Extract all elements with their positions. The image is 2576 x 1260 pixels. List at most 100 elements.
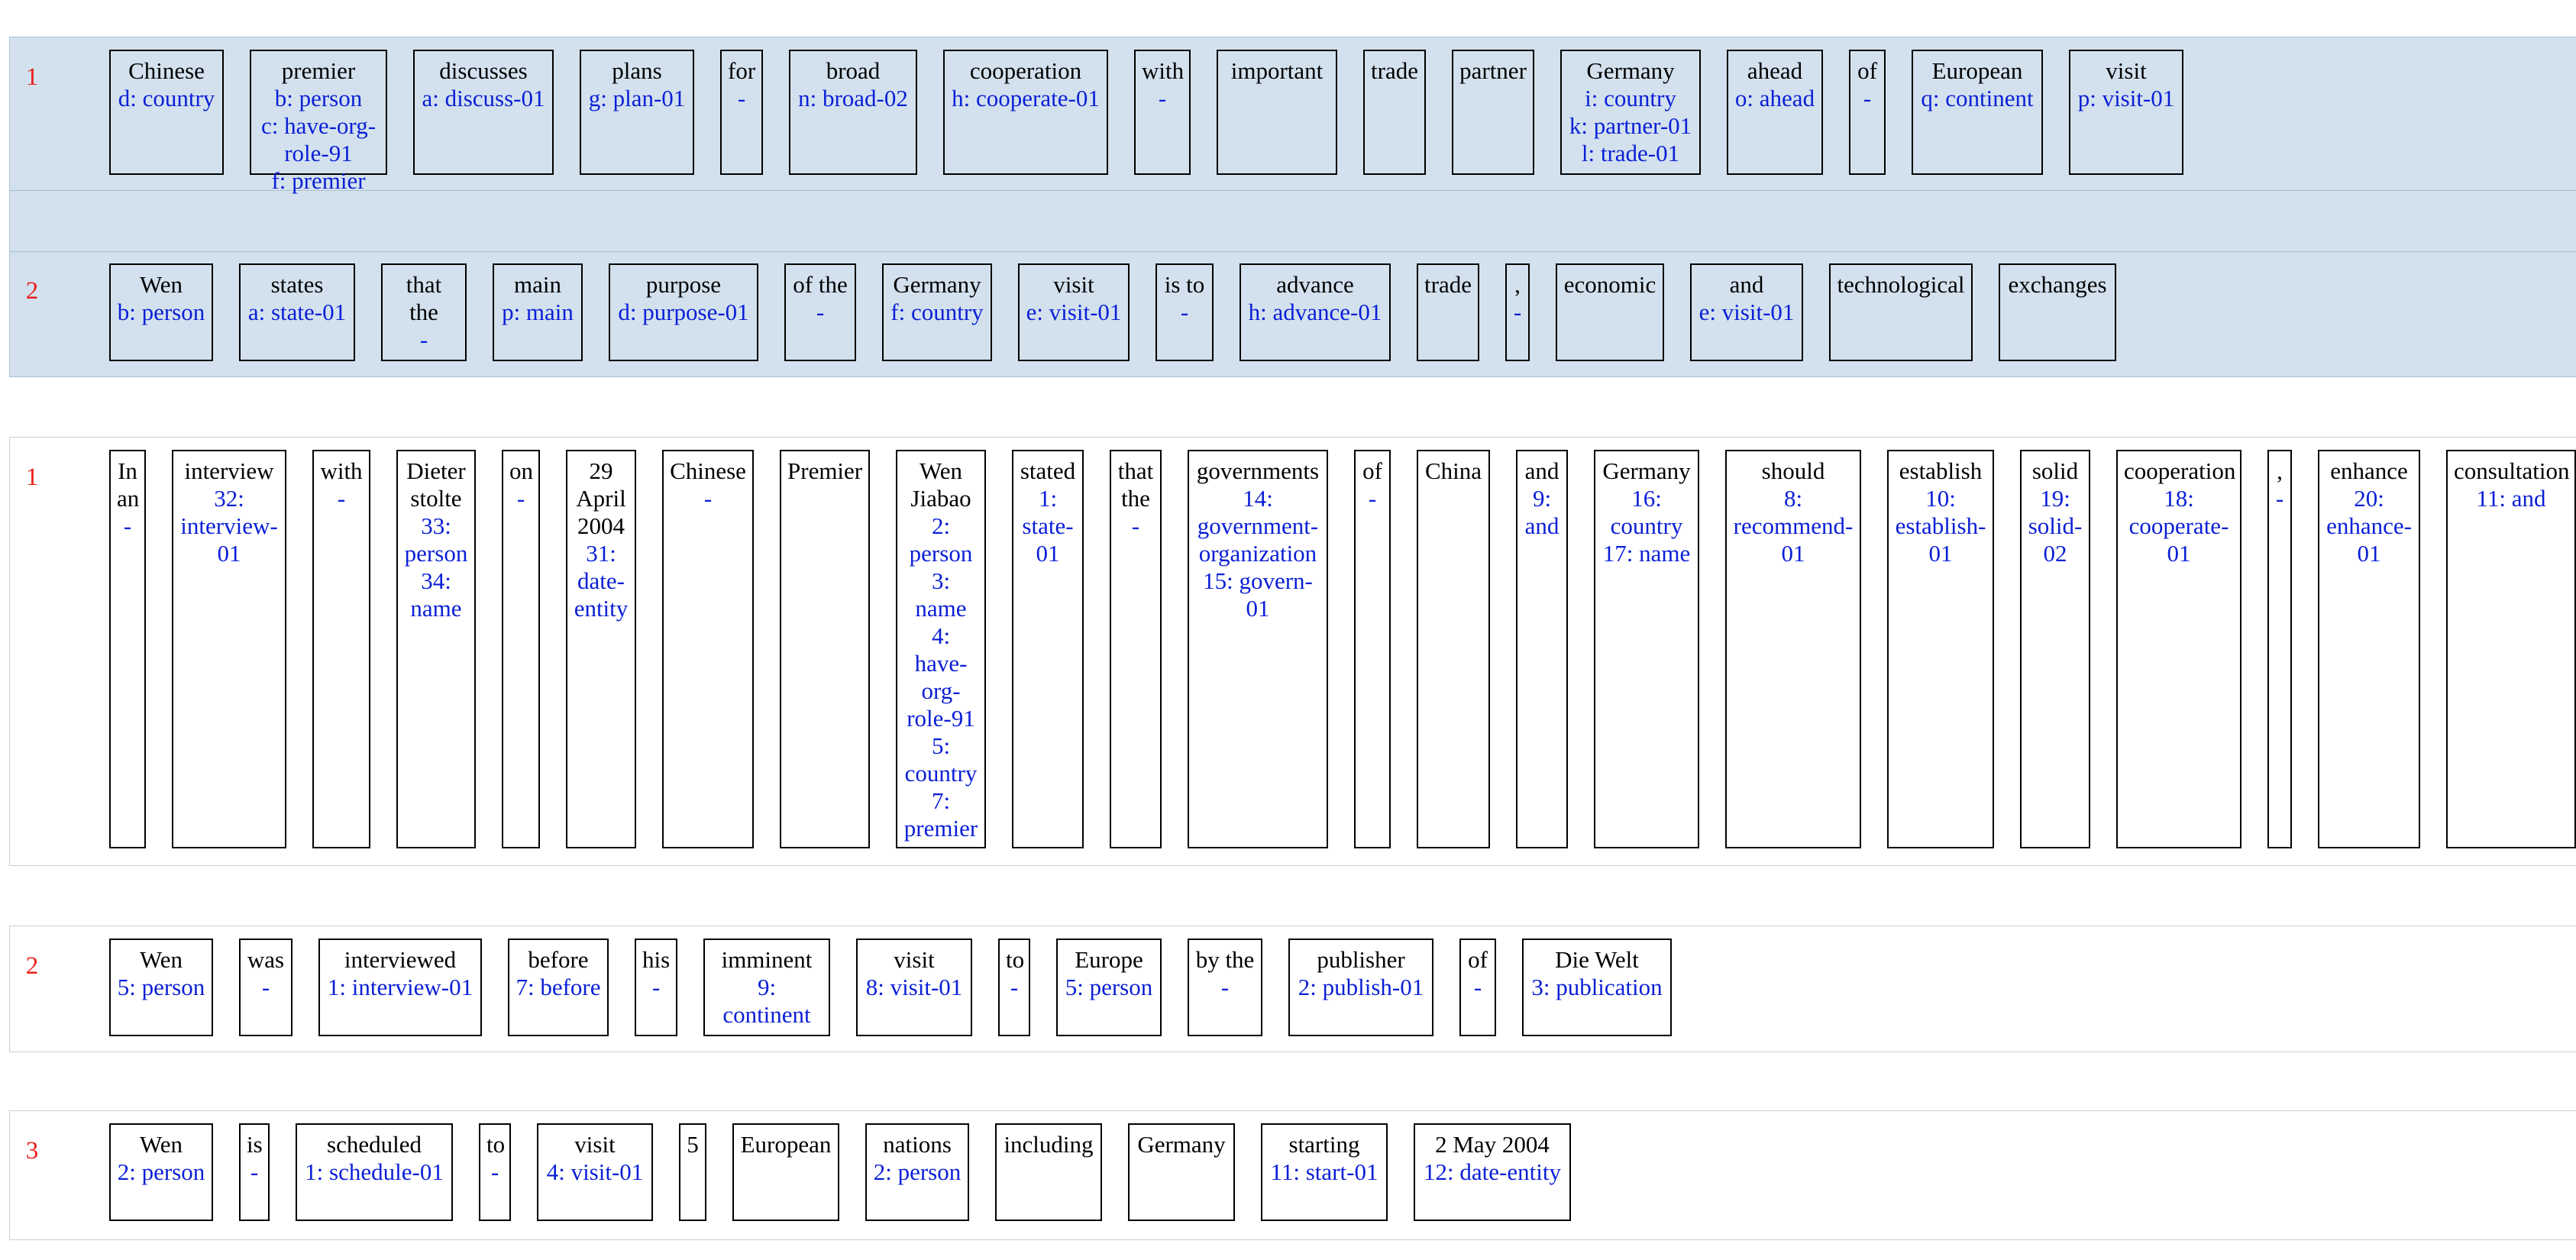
token-box[interactable]: for- <box>720 50 763 175</box>
token-box[interactable]: of- <box>1459 939 1496 1036</box>
token-box[interactable]: of- <box>1354 450 1391 848</box>
token-box[interactable]: was- <box>239 939 293 1036</box>
token-box[interactable]: ,- <box>2267 450 2292 848</box>
token-word: to <box>486 1131 506 1158</box>
token-word: economic <box>1563 271 1656 298</box>
token-word: to <box>1006 946 1025 973</box>
token-word: states <box>270 271 324 298</box>
token-box[interactable]: on- <box>502 450 540 848</box>
token-box[interactable]: In an- <box>109 450 146 848</box>
token-annotation: p: main <box>502 299 574 325</box>
token-annotation: - <box>337 485 346 512</box>
token-box[interactable]: trade <box>1363 50 1426 175</box>
token-box[interactable]: Premier <box>780 450 870 848</box>
token-word: trade <box>1424 271 1472 298</box>
token-word: interview <box>184 457 274 484</box>
token-box[interactable]: European <box>732 1123 839 1221</box>
token-word: and <box>1729 271 1764 298</box>
token-box[interactable]: technological <box>1829 263 1973 361</box>
token-box[interactable]: his- <box>635 939 677 1036</box>
token-box[interactable]: including <box>995 1123 1102 1221</box>
token-box[interactable]: of the- <box>784 263 856 361</box>
token-box[interactable]: partner <box>1452 50 1534 175</box>
token-box[interactable]: exchanges <box>1999 263 2116 361</box>
token-box[interactable]: with- <box>312 450 370 848</box>
token-box[interactable]: is to- <box>1155 263 1214 361</box>
token-box[interactable]: is- <box>239 1123 270 1221</box>
token-box[interactable]: that the- <box>1110 450 1162 848</box>
token-box[interactable]: trade <box>1417 263 1479 361</box>
token-box[interactable]: by the- <box>1188 939 1262 1036</box>
token-annotation: e: visit-01 <box>1698 299 1795 325</box>
token-box[interactable]: with- <box>1134 50 1191 175</box>
token-box[interactable]: of- <box>1849 50 1886 175</box>
token-box[interactable]: economic <box>1556 263 1664 361</box>
token-box[interactable]: to- <box>998 939 1030 1036</box>
token-word: exchanges <box>2008 271 2107 298</box>
token-box[interactable]: important <box>1217 50 1337 175</box>
token-annotation: 2: person <box>873 1158 962 1185</box>
token-word: of <box>1857 57 1877 84</box>
token-box[interactable]: to- <box>479 1123 511 1221</box>
token-annotation: - <box>703 485 713 512</box>
token-annotation: 32: interview-01 <box>180 485 278 567</box>
token-box[interactable]: Germany <box>1128 1123 1235 1221</box>
token-box[interactable]: Chinese- <box>662 450 754 848</box>
token-word: In an <box>117 457 140 512</box>
token-annotation: 12: date-entity <box>1424 1158 1561 1185</box>
token-box[interactable]: 5 <box>679 1123 706 1221</box>
token-box[interactable]: China <box>1417 450 1490 848</box>
token-box[interactable]: ,- <box>1505 263 1530 361</box>
token-word: advance <box>1276 271 1354 298</box>
token-box[interactable]: that the- <box>381 263 467 361</box>
